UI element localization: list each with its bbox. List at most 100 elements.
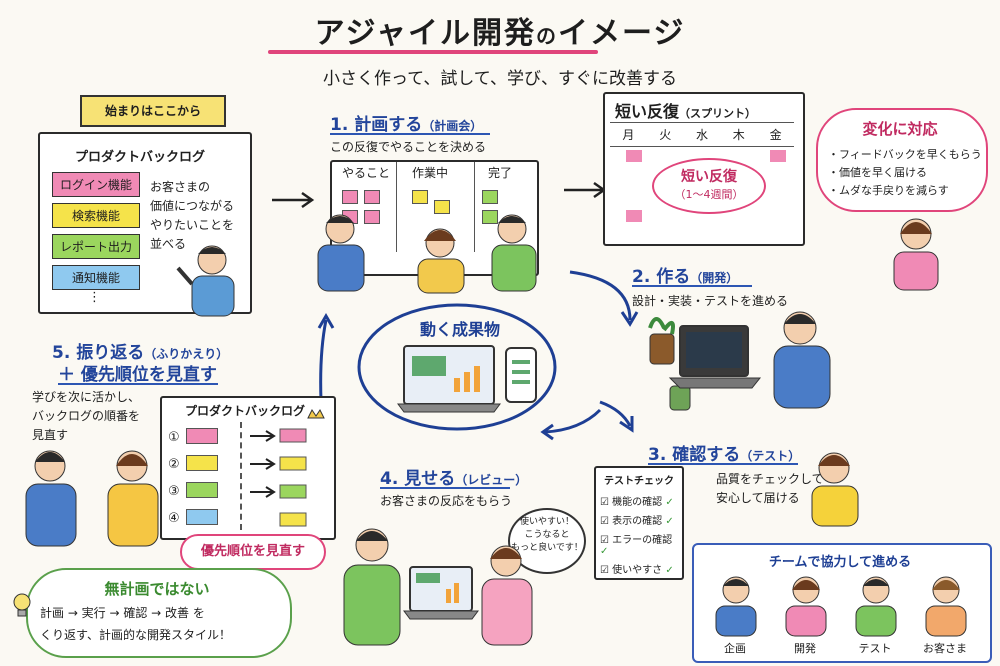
sticky-note [364,190,380,204]
change-points: ・フィードバックを早くもらう ・価値を早く届ける ・ムダな手戻りを減らす [828,146,982,200]
reprioritized-backlog-heading: プロダクトバックログ [184,404,305,418]
step1-title: 1. 計画する（計画会） [330,110,482,135]
bubble-line: こうなると [524,530,570,540]
day-label: 水 [695,128,708,142]
team-box [692,543,992,663]
step5-desc-line: 学びを次に活かし、 [32,390,141,404]
woman-cheering-icon [893,218,939,291]
subtitle: 小さく作って、試して、学び、すぐに改善する [323,69,677,89]
backlog-item-notify: 通知機能 [52,265,140,290]
person-pointing-icon [176,245,235,317]
step1-title-sub: （計画会） [422,119,483,133]
laptop-phone-icon [397,345,537,413]
team-labels: 企画 開発 テスト お客さま [700,640,980,656]
developer-icon [648,311,831,411]
board-divider [396,162,397,252]
sprint-label: 短い反復 [681,169,737,185]
step4-title: 4. 見せる（レビュー） [380,464,527,489]
step3-desc-line: 品質をチェックして [716,472,824,486]
step5-desc-line: 見直す [32,428,69,442]
step3-underline [648,463,798,465]
check-item-label: エラーの確認 [612,535,673,546]
priority-card [186,482,218,498]
check-item: ☑ 使いやすさ ✓ [600,565,674,576]
team-member-label: お客さま [923,642,967,655]
review-scene-icon [343,528,533,646]
priority-card [186,509,218,525]
step5-desc: 学びを次に活かし、 バックログの順番を 見直す [32,388,140,445]
review-speech-bubble: 使いやすい！ こうなると もっと良いです！ [508,508,586,574]
backlog-item-search: 検索機能 [52,203,140,228]
step5-title: 5. 振り返る（ふりかえり） [52,338,228,363]
step1-underline [330,133,490,135]
calendar-mark [626,210,642,222]
change-point: ・ムダな手戻りを減らす [828,184,949,197]
priority-number: ② [168,457,180,472]
check-item-label: 表示の確認 [612,516,663,527]
step3-title-text: 3. 確認する [648,445,741,465]
backlog-note: お客さまの 価値につながる やりたいことを 並べる [150,178,234,254]
not-planless-line1: 計画 → 実行 → 確認 → 改善 を [40,606,205,620]
title-main: アジャイル開発 [314,16,536,51]
calendar-days: 月 火 水 木 金 [610,122,794,147]
cycle-ellipse [357,303,557,431]
page-title: アジャイル開発のイメージ [0,8,1000,52]
backlog-note-line: やりたいことを [150,218,235,232]
backlog-note-line: 価値につながる [150,199,235,213]
day-label: 金 [769,128,782,142]
sticky-note [434,200,450,214]
bubble-line: もっと良いです！ [511,543,583,553]
step5-underline [58,383,218,385]
title-tail: イメージ [557,16,686,51]
step5-desc-line: バックログの順番を [32,409,141,423]
priority-number: ④ [168,511,180,526]
sticky-note [364,210,380,224]
not-planless-title: 無計画ではない [104,580,210,598]
change-point: ・価値を早く届ける [828,166,927,179]
reorder-arrows [250,409,325,527]
step5-title-sub: （ふりかえり） [144,347,229,361]
step4-underline [380,487,510,489]
day-label: 月 [622,128,635,142]
title-connector: の [535,24,558,48]
reorder-divider [240,422,242,530]
backlog-heading: プロダクトバックログ [74,150,205,165]
step3-title: 3. 確認する（テスト） [648,440,800,465]
lightbulb-icon [13,593,31,617]
step5-title2: ＋ 優先順位を見直す [58,365,217,385]
arrow-right-icon [272,191,315,209]
start-banner: 始まりはここから [80,95,226,127]
retro-team-icon [25,450,159,547]
priority-card [186,428,218,444]
step4-desc: お客さまの反応をもらう [380,494,513,508]
change-cloud [816,108,988,212]
backlog-note-line: 並べる [150,237,187,251]
priority-numbers: ① ② ③ ④ [168,424,180,532]
day-label: 木 [732,128,745,142]
check-item: ☑ 機能の確認 ✓ [600,497,674,508]
backlog-note-line: お客さまの [150,180,211,194]
check-item-label: 使いやすさ [612,565,663,576]
team-members-icon [715,576,967,637]
priority-card [186,455,218,471]
step2-title-sub: （開発） [690,271,739,285]
sprint-length-bubble: 短い反復 （1〜4週間） [652,158,766,214]
step5-title-text: 5. 振り返る [52,343,145,363]
step2-title-text: 2. 作る [632,267,691,287]
checklist-title: テストチェック [604,476,674,487]
sticky-note [482,210,498,224]
step3-title-sub: （テスト） [740,449,801,463]
step2-underline [632,285,752,287]
backlog-item-report: レポート出力 [52,234,140,259]
calendar-mark [770,150,786,162]
priority-number: ① [168,430,180,445]
check-item-label: 機能の確認 [612,497,663,508]
step2-desc: 設計・実装・テストを進める [632,294,789,308]
not-planless-cloud [26,568,292,658]
priority-number: ③ [168,484,180,499]
step3-desc-line: 安心して届ける [716,491,800,505]
board-col-todo: やること [342,166,391,180]
center-title: 動く成果物 [419,320,500,339]
step3-desc: 品質をチェックして 安心して届ける [716,470,824,508]
sticky-note [482,190,498,204]
